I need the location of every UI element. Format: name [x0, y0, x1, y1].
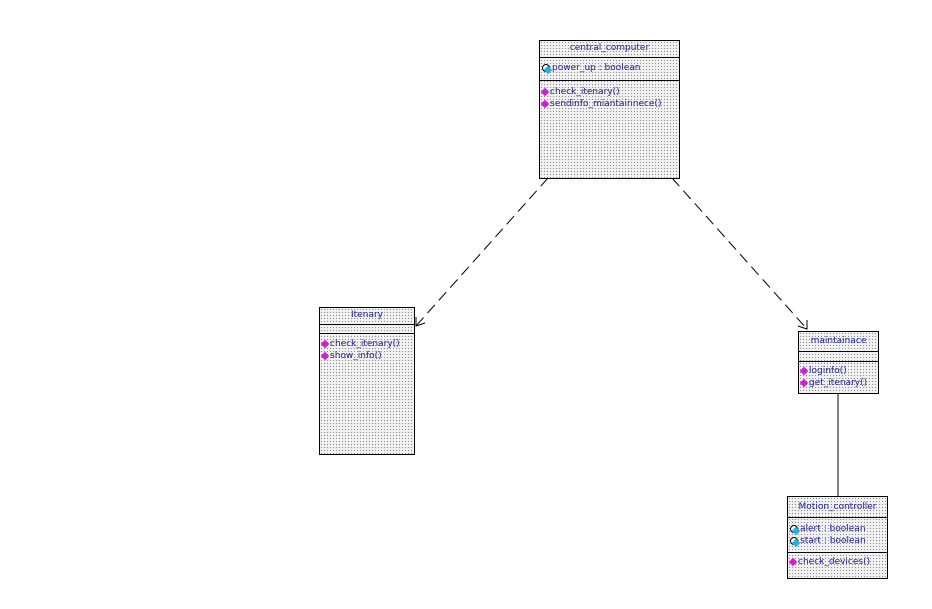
operation-icon	[540, 99, 550, 109]
operation-icon	[799, 366, 809, 376]
attribute-row: power_up : boolean	[540, 62, 679, 75]
operations-section: loginfo() get_itenary()	[799, 362, 878, 392]
operation-text: check_itenary()	[550, 87, 620, 97]
operation-row: sendinfo_miantainnece()	[540, 98, 679, 110]
operation-row: get_itenary()	[799, 377, 878, 389]
attribute-text: power_up : boolean	[552, 63, 641, 73]
operation-text: show_info()	[330, 351, 382, 361]
class-motion-controller[interactable]: Motion_controller alert : boolean start …	[787, 496, 888, 579]
operations-section: check_itenary() sendinfo_miantainnece()	[540, 81, 679, 113]
operation-row: check_itenary()	[540, 86, 679, 98]
attributes-section	[799, 352, 878, 362]
class-central-computer[interactable]: central_computer power_up : boolean chec…	[539, 40, 680, 179]
operation-row: loginfo()	[799, 365, 878, 377]
dependency-central-to-itenary	[415, 177, 549, 327]
attribute-row: alert : boolean	[788, 523, 887, 536]
class-name: central_computer	[540, 41, 679, 58]
operation-icon	[320, 339, 330, 349]
arrowhead-itenary	[415, 317, 426, 327]
operation-icon	[540, 87, 550, 97]
operation-text: check_itenary()	[330, 339, 400, 349]
attributes-section: power_up : boolean	[540, 58, 679, 81]
operations-section: check_devices()	[788, 553, 887, 571]
attribute-text: alert : boolean	[800, 524, 866, 534]
attribute-diamond-icon	[791, 538, 801, 548]
operation-text: loginfo()	[809, 366, 847, 376]
class-itenary[interactable]: Itenary check_itenary() show_info()	[319, 307, 415, 455]
operation-icon	[799, 378, 809, 388]
attribute-diamond-icon	[791, 526, 801, 536]
operation-text: sendinfo_miantainnece()	[550, 99, 662, 109]
operation-row: check_itenary()	[320, 338, 414, 350]
class-maintainace[interactable]: maintainace loginfo() get_itenary()	[798, 331, 879, 394]
attributes-section	[320, 325, 414, 334]
operation-row: check_devices()	[788, 556, 887, 568]
operation-icon	[320, 351, 330, 361]
dependency-central-to-maintainace	[671, 177, 808, 330]
class-name: Motion_controller	[788, 497, 887, 518]
attribute-row: start : boolean	[788, 535, 887, 548]
attribute-text: start : boolean	[800, 536, 866, 546]
operation-text: get_itenary()	[809, 378, 868, 388]
operations-section: check_itenary() show_info()	[320, 334, 414, 365]
arrowhead-maintainace	[797, 320, 808, 330]
class-name: Itenary	[320, 308, 414, 325]
operation-row: show_info()	[320, 350, 414, 362]
attribute-diamond-icon	[543, 65, 553, 75]
operation-icon	[788, 557, 798, 567]
operation-text: check_devices()	[798, 557, 871, 567]
attributes-section: alert : boolean start : boolean	[788, 518, 887, 553]
class-name: maintainace	[799, 332, 878, 352]
